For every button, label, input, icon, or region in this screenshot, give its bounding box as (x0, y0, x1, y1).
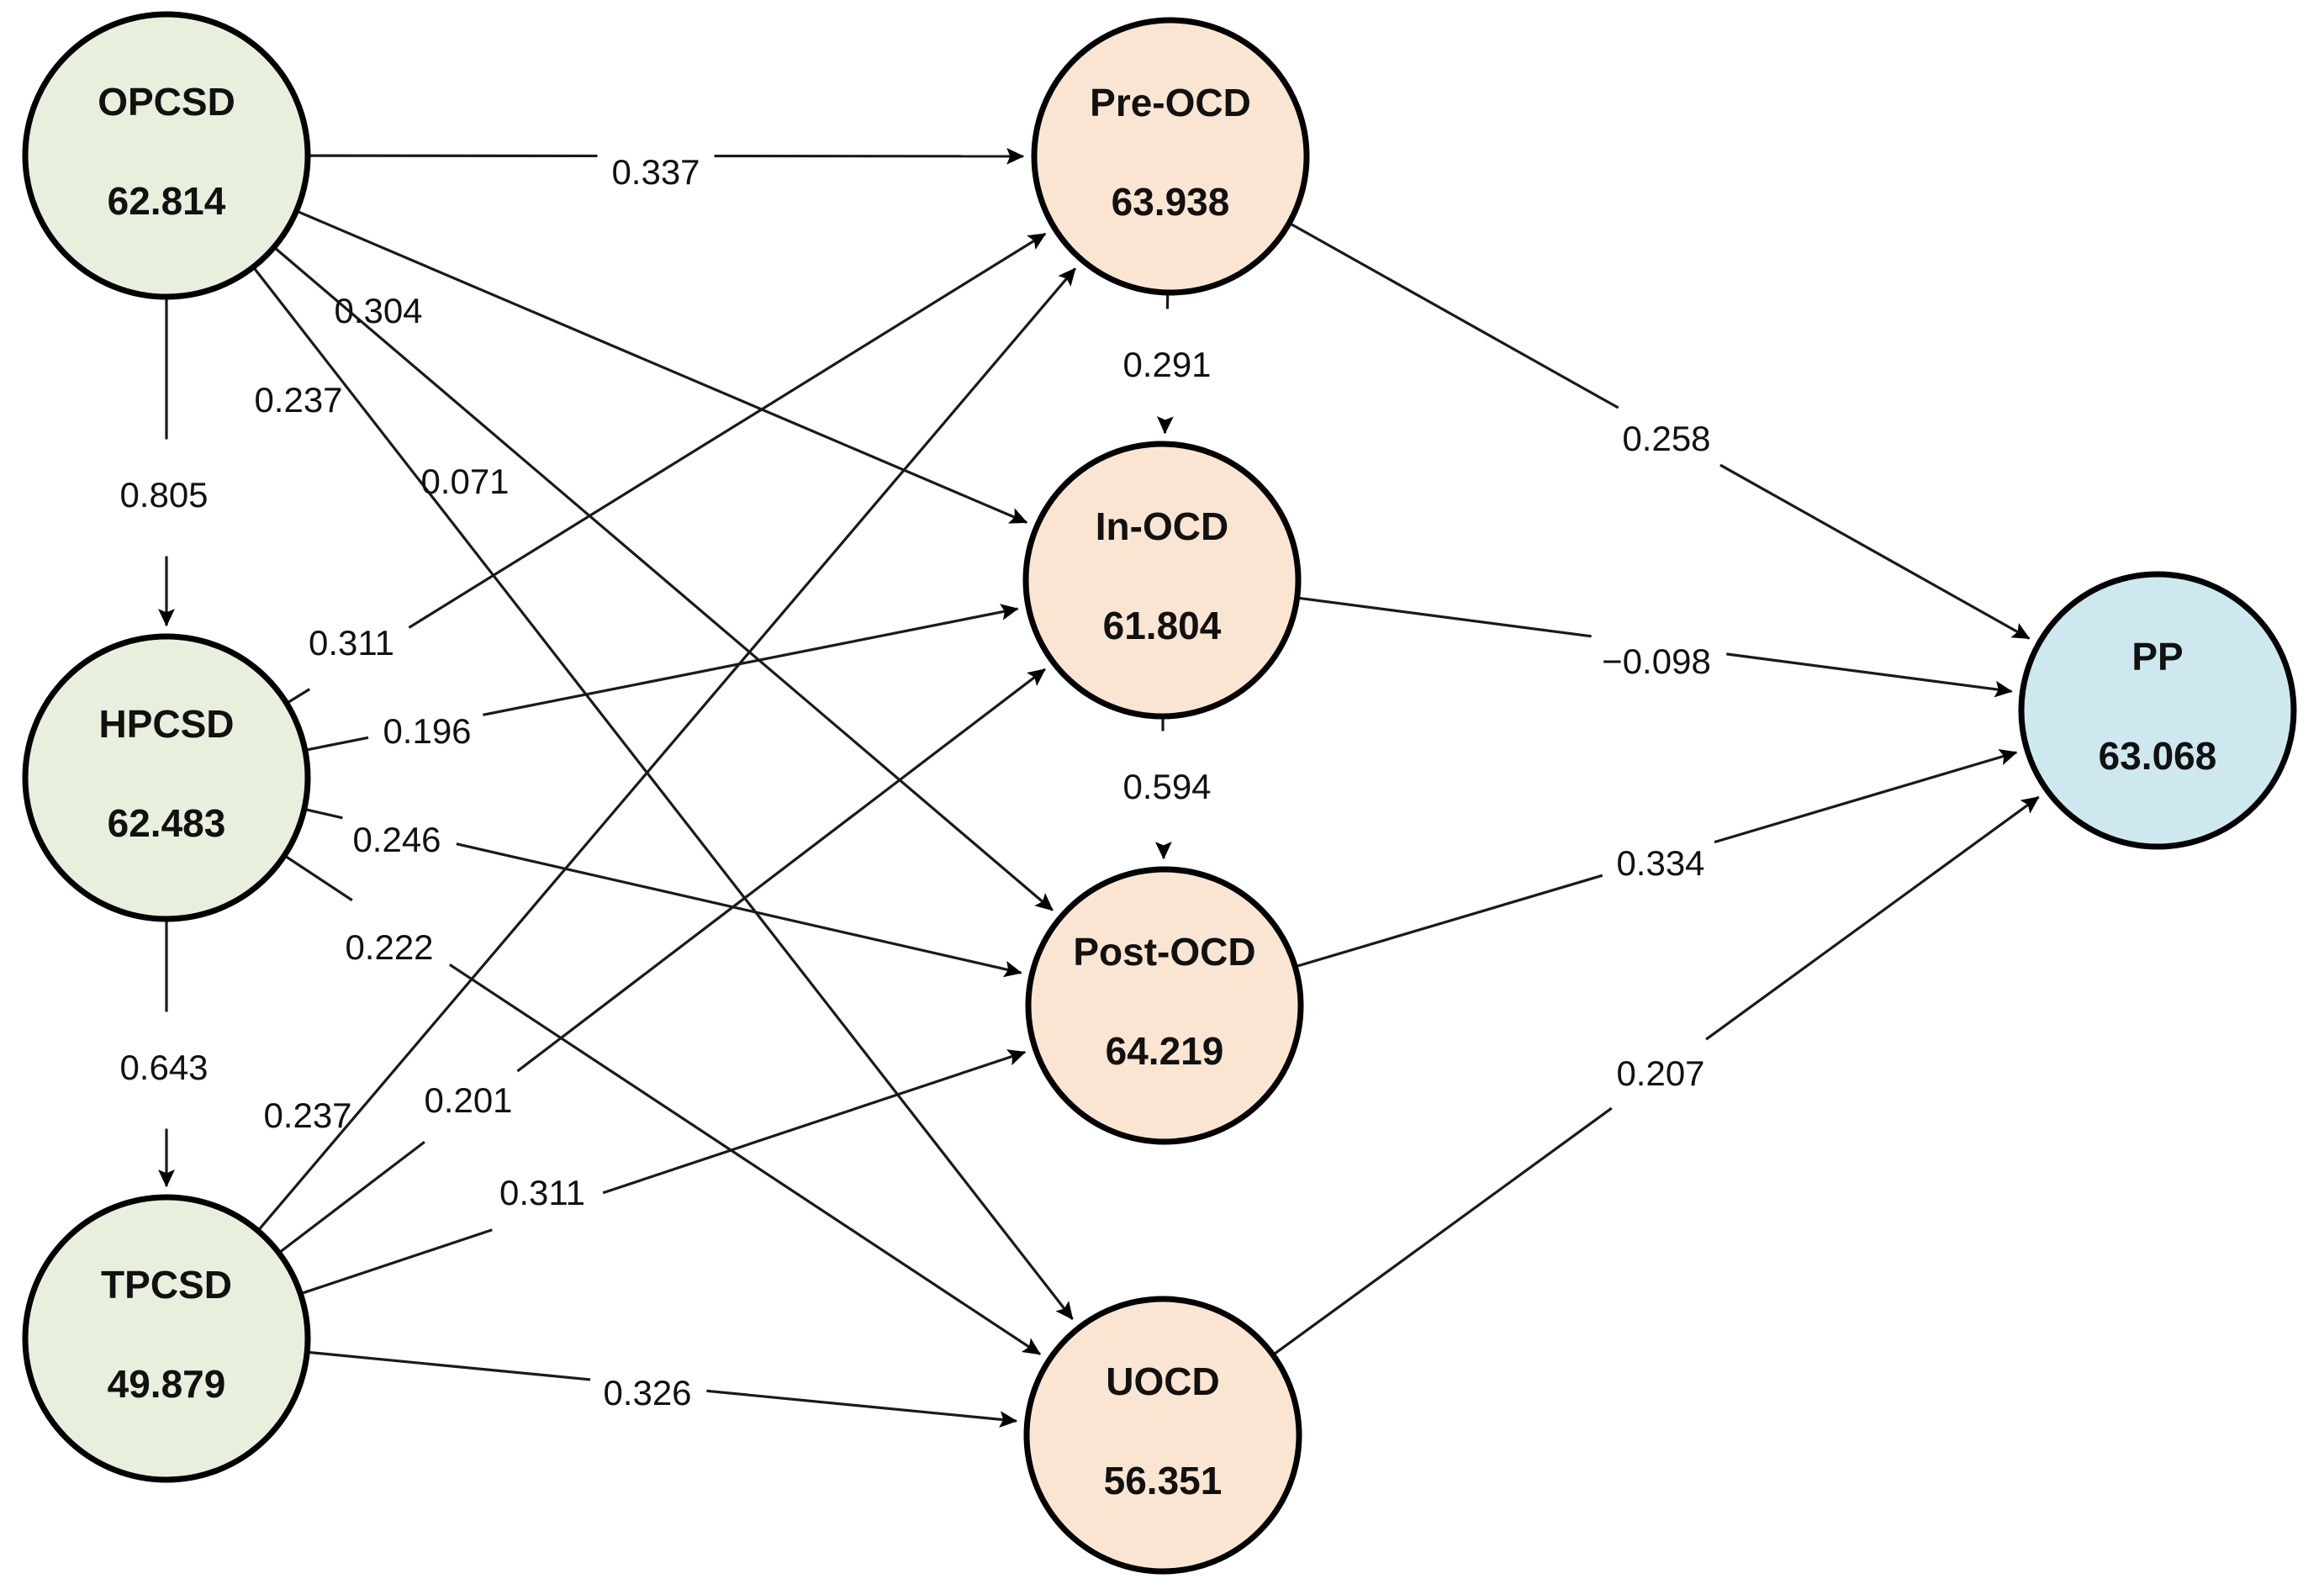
edge-weight-label: 0.237 (263, 1096, 351, 1135)
node-value: 62.483 (108, 801, 226, 845)
edge-weight-pre-ocd-in-ocd: 0.291 (1122, 345, 1211, 384)
edge-label-layer: 0.337 0.304 0.237 0.071 0.805 0.311 0.196 0.246… (119, 152, 1710, 1412)
edge-weight-label: 0.337 (611, 152, 700, 192)
node-value: 64.219 (1106, 1029, 1224, 1073)
node-label: Post-OCD (1073, 930, 1255, 974)
edge-weight-label: 0.246 (352, 820, 441, 859)
edge-weight-label: −0.098 (1602, 642, 1711, 681)
edge-hpcsd-to-uocd (285, 855, 1042, 1355)
node-label: UOCD (1106, 1360, 1219, 1403)
edge-post-ocd-to-pp (1296, 748, 2018, 968)
edge-weight-label: 0.207 (1616, 1053, 1704, 1093)
edge-weight-label: 0.304 (334, 291, 422, 330)
edge-weight-opcsd-post-ocd: 0.237 (254, 380, 342, 420)
edge-weight-hpcsd-post-ocd: 0.246 (352, 820, 441, 859)
node-uocd[interactable]: UOCD 56.351 (1023, 1296, 1302, 1575)
node-label: Pre-OCD (1090, 81, 1251, 124)
node-value: 62.814 (108, 179, 226, 223)
edge-weight-in-ocd-post-ocd: 0.594 (1122, 767, 1211, 806)
edge-tpcsd-to-post-ocd (301, 1049, 1027, 1295)
edge-weight-label: 0.201 (424, 1080, 512, 1120)
edge-weight-label: 0.196 (383, 711, 471, 751)
edge-weight-hpcsd-in-ocd: 0.196 (383, 711, 471, 751)
edge-weight-in-ocd-pp: −0.098 (1602, 642, 1711, 681)
edge-layer (158, 147, 2040, 1428)
edge-weight-hpcsd-tpcsd: 0.643 (119, 1048, 208, 1087)
edge-weight-uocd-pp: 0.207 (1616, 1053, 1704, 1093)
edge-weight-opcsd-in-ocd: 0.304 (334, 291, 422, 330)
node-opcsd[interactable]: OPCSD 62.814 (22, 11, 311, 300)
node-hpcsd[interactable]: HPCSD 62.483 (22, 633, 311, 922)
edge-opcsd-to-post-ocd (274, 247, 1054, 911)
edge-in-ocd-to-pp (1298, 596, 2013, 698)
node-pre-ocd[interactable]: Pre-OCD 63.938 (1031, 17, 1310, 296)
edge-weight-hpcsd-uocd: 0.222 (345, 927, 433, 967)
node-value: 63.068 (2099, 734, 2217, 778)
edge-weight-label: 0.643 (119, 1048, 208, 1087)
node-value: 61.804 (1103, 604, 1222, 647)
edge-weight-opcsd-pre-ocd: 0.337 (611, 152, 700, 192)
edge-weight-label: 0.594 (1122, 767, 1211, 806)
node-value: 49.879 (108, 1362, 226, 1406)
node-label: OPCSD (98, 80, 235, 124)
edge-weight-opcsd-hpcsd: 0.805 (119, 475, 208, 515)
node-tpcsd[interactable]: TPCSD 49.879 (22, 1194, 311, 1483)
node-label: In-OCD (1096, 504, 1228, 548)
node-post-ocd[interactable]: Post-OCD 64.219 (1025, 866, 1304, 1145)
edge-weight-opcsd-uocd: 0.071 (420, 462, 509, 501)
edge-weight-label: 0.311 (309, 623, 394, 663)
edge-tpcsd-to-pre-ocd (257, 267, 1076, 1231)
edge-weight-label: 0.258 (1622, 419, 1710, 458)
edge-pre-ocd-to-in-ocd (1156, 293, 1174, 435)
node-value: 63.938 (1112, 180, 1230, 224)
node-label: PP (2131, 635, 2183, 678)
edge-opcsd-to-in-ocd (297, 210, 1028, 524)
edge-pre-ocd-to-pp (1290, 222, 2031, 640)
edge-weight-label: 0.071 (420, 462, 509, 501)
edge-weight-label: 0.291 (1122, 345, 1211, 384)
edge-in-ocd-to-post-ocd (1154, 717, 1172, 860)
edge-weight-tpcsd-in-ocd: 0.201 (424, 1080, 512, 1120)
edge-hpcsd-to-pre-ocd (287, 232, 1047, 704)
edge-hpcsd-to-post-ocd (305, 808, 1022, 978)
edge-weight-hpcsd-pre-ocd: 0.311 (309, 623, 394, 663)
edge-weight-label: 0.334 (1616, 843, 1704, 883)
edge-weight-label: 0.326 (603, 1373, 691, 1412)
edge-weight-pre-ocd-pp: 0.258 (1622, 419, 1710, 458)
node-pp[interactable]: PP 63.068 (2018, 571, 2297, 850)
edge-uocd-to-pp (1273, 795, 2040, 1355)
edge-tpcsd-to-in-ocd (279, 668, 1046, 1254)
node-value: 56.351 (1104, 1459, 1223, 1502)
edge-weight-label: 0.222 (345, 927, 433, 967)
edge-weight-tpcsd-post-ocd: 0.311 (499, 1173, 585, 1212)
edge-hpcsd-to-in-ocd (306, 604, 1019, 752)
edge-tpcsd-to-uocd (309, 1350, 1018, 1428)
edge-weight-tpcsd-pre-ocd: 0.237 (263, 1096, 351, 1135)
edge-weight-label: 0.237 (254, 380, 342, 420)
edge-weight-label: 0.805 (119, 475, 208, 515)
edge-weight-post-ocd-pp: 0.334 (1616, 843, 1704, 883)
edge-weight-label: 0.311 (499, 1173, 585, 1212)
edge-opcsd-to-uocd (253, 267, 1074, 1320)
node-label: TPCSD (101, 1263, 232, 1307)
edge-weight-tpcsd-uocd: 0.326 (603, 1373, 691, 1412)
node-label: HPCSD (98, 702, 234, 746)
node-in-ocd[interactable]: In-OCD 61.804 (1022, 441, 1302, 720)
